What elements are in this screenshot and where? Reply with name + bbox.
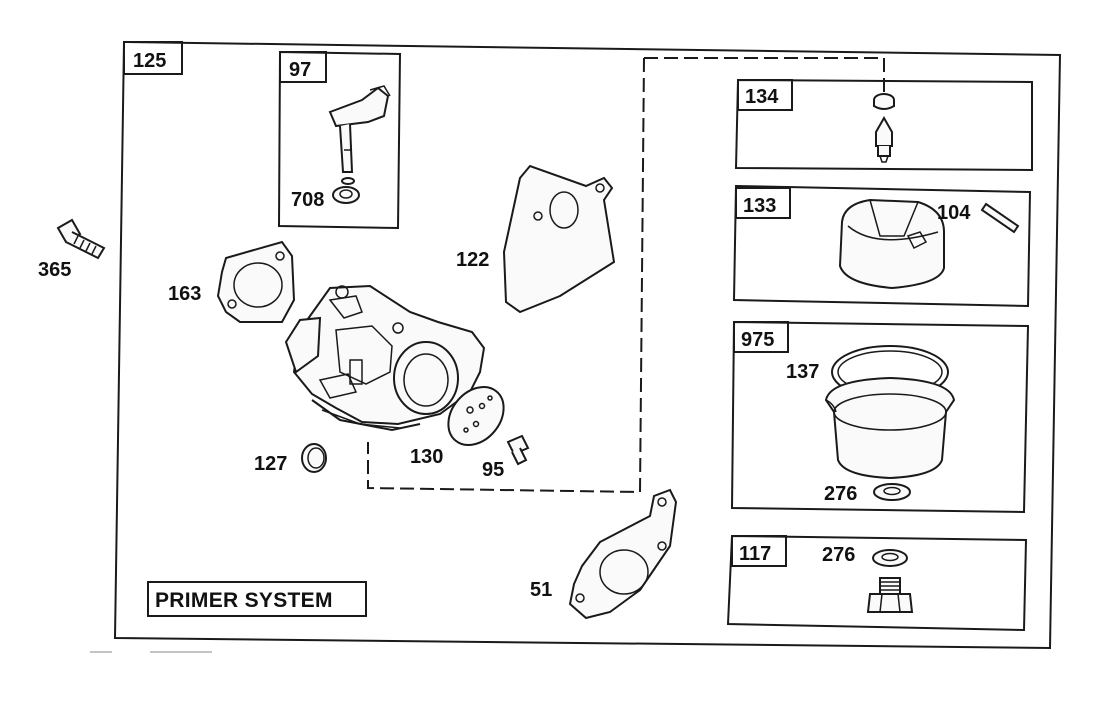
float-bowl-part bbox=[824, 376, 956, 480]
pin-104 bbox=[980, 202, 1020, 234]
dashed-line-left bbox=[367, 57, 645, 494]
svg-text:134: 134 bbox=[745, 86, 779, 108]
callout-122: 122 bbox=[456, 249, 489, 271]
screw-95 bbox=[506, 434, 530, 466]
svg-text:117: 117 bbox=[739, 543, 771, 565]
box-975: 975 137 276 bbox=[730, 320, 1030, 514]
gasket-51 bbox=[568, 488, 678, 620]
callout-51: 51 bbox=[530, 579, 552, 601]
box-133: 133 104 bbox=[732, 184, 1032, 308]
callout-130: 130 bbox=[410, 446, 443, 468]
callout-708: 708 bbox=[291, 189, 324, 211]
bowl-nut-part bbox=[866, 577, 914, 613]
primer-system-caption: PRIMER SYSTEM bbox=[147, 581, 367, 617]
washer-276-a bbox=[873, 483, 911, 501]
box-134: 134 bbox=[734, 78, 1033, 172]
box-117: 117 276 bbox=[726, 534, 1028, 632]
box-97: 97 708 bbox=[277, 50, 402, 230]
carburetor-body bbox=[284, 284, 486, 432]
gasket-163 bbox=[216, 240, 296, 323]
callout-127: 127 bbox=[254, 453, 287, 475]
callout-95: 95 bbox=[482, 459, 504, 481]
choke-lever-part bbox=[328, 85, 391, 185]
main-frame bbox=[113, 40, 1062, 650]
callout-365: 365 bbox=[38, 259, 71, 281]
callout-276-b: 276 bbox=[822, 544, 855, 566]
callout-137: 137 bbox=[786, 361, 819, 383]
plug-127 bbox=[301, 443, 327, 473]
gasket-122 bbox=[502, 164, 616, 314]
svg-text:PRIMER SYSTEM: PRIMER SYSTEM bbox=[155, 589, 333, 612]
callout-104: 104 bbox=[937, 202, 971, 224]
seal-708 bbox=[332, 186, 360, 204]
svg-text:97: 97 bbox=[289, 59, 311, 81]
inlet-needle-part bbox=[875, 115, 893, 163]
svg-text:125: 125 bbox=[133, 50, 166, 72]
svg-text:133: 133 bbox=[743, 195, 776, 217]
bolt-365 bbox=[56, 218, 106, 260]
needle-seat-part bbox=[873, 93, 895, 110]
plate-130 bbox=[447, 386, 505, 446]
washer-276-b bbox=[872, 549, 908, 567]
main-box-label: 125 bbox=[123, 41, 183, 75]
float-part bbox=[838, 198, 945, 290]
callout-163: 163 bbox=[168, 283, 201, 305]
dashed-line-top bbox=[644, 57, 885, 98]
callout-276-a: 276 bbox=[824, 483, 857, 505]
svg-text:975: 975 bbox=[741, 329, 774, 351]
